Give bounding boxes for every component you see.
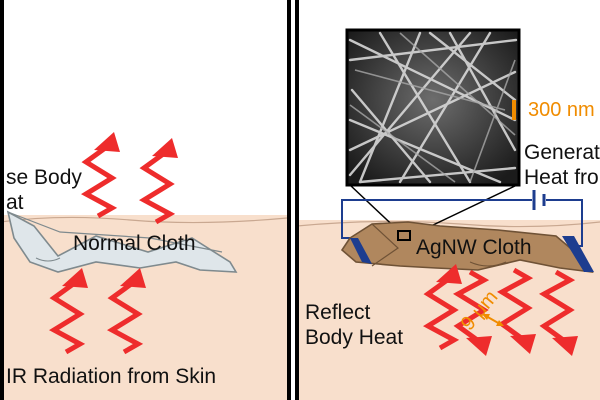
reflect-heat-label-line2: Body Heat [305, 326, 404, 349]
zoom-box [397, 230, 411, 241]
sem-inset [345, 28, 521, 187]
reflect-heat-label-line1: Reflect [305, 301, 371, 324]
generate-heat-label-line2: Heat fro [524, 166, 599, 189]
skin-surface-left [0, 216, 288, 224]
ir-radiation-label: IR Radiation from Skin [6, 365, 217, 388]
battery-icon [532, 190, 546, 210]
agnw-cloth [340, 221, 594, 274]
fiber-scale-icon [482, 314, 504, 326]
sem-scale-label: 300 nm [528, 99, 595, 121]
normal-cloth [6, 210, 238, 273]
generate-heat-label-line1: Generat [524, 141, 600, 164]
ir-wave-arrow-icon [144, 138, 178, 222]
release-heat-label-line2: at [6, 191, 24, 214]
ir-wave-arrow-icon [86, 132, 120, 216]
agnw-cloth-label: AgNW Cloth [416, 236, 532, 259]
release-heat-label-line1: se Body [6, 166, 82, 189]
normal-cloth-label: Normal Cloth [73, 232, 196, 255]
skin-surface-right [296, 220, 600, 228]
